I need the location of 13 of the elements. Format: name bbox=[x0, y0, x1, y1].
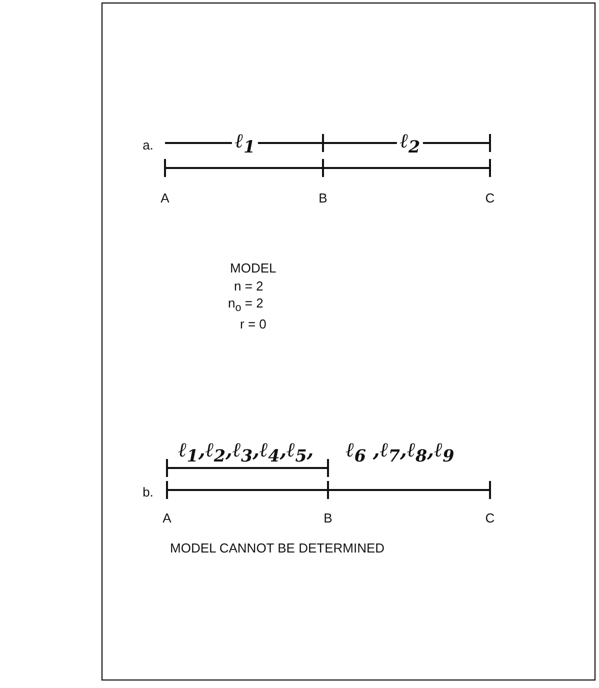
point-label: C bbox=[485, 512, 495, 524]
model-heading: MODEL bbox=[230, 262, 276, 274]
model-parameter: n = 2 bbox=[234, 280, 264, 292]
model-parameter: r = 0 bbox=[240, 318, 266, 330]
panel-label: b. bbox=[142, 486, 154, 498]
point-label: B bbox=[324, 512, 332, 524]
point-label: C bbox=[485, 192, 495, 204]
point-label: A bbox=[162, 512, 172, 524]
model-parameter: n$_{o}$ = 2 bbox=[228, 296, 264, 314]
panel-label: a. bbox=[142, 138, 154, 152]
point-label: A bbox=[160, 192, 170, 204]
point-label: B bbox=[318, 192, 328, 204]
result-note: MODEL CANNOT BE DETERMINED bbox=[170, 542, 385, 554]
